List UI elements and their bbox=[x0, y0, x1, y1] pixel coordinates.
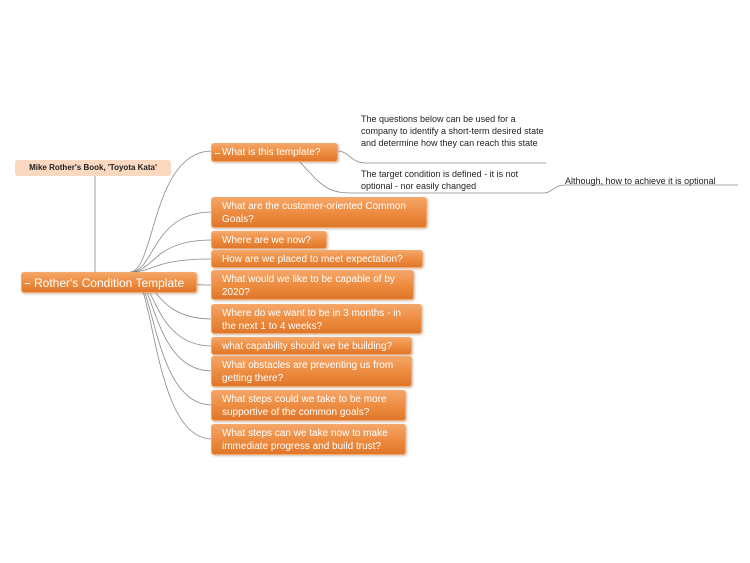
branch-label: What obstacles are preventing us from ge… bbox=[222, 360, 394, 384]
source-note: Mike Rother's Book, 'Toyota Kata' bbox=[15, 160, 171, 176]
note-how-optional: Although, how to achieve it is optional bbox=[565, 176, 716, 186]
root-node-label: Rother's Condition Template bbox=[34, 276, 185, 290]
branch-label: What would we like to be capable of by 2… bbox=[222, 274, 395, 298]
branch-connector bbox=[129, 258, 213, 273]
branch-capability-building[interactable]: what capability should we be building? bbox=[211, 337, 412, 355]
branch-connector bbox=[129, 150, 213, 273]
branch-meet-expectation[interactable]: How are we placed to meet expectation? bbox=[211, 250, 423, 268]
note-connector bbox=[299, 161, 543, 194]
branch-label: What is this template? bbox=[222, 147, 321, 158]
branch-label: What steps can we take now to make immed… bbox=[222, 428, 388, 452]
branch-connector bbox=[129, 239, 213, 273]
branch-connector bbox=[129, 271, 213, 440]
note-target-condition: The target condition is defined - it is … bbox=[361, 169, 519, 191]
note-connector bbox=[337, 150, 546, 164]
branch-obstacles[interactable]: What obstacles are preventing us from ge… bbox=[211, 356, 412, 387]
branch-label: what capability should we be building? bbox=[222, 341, 393, 352]
collapse-icon[interactable] bbox=[215, 152, 220, 154]
branch-where-now[interactable]: Where are we now? bbox=[211, 231, 327, 249]
branch-label: Where do we want to be in 3 months - in … bbox=[222, 308, 401, 332]
branch-capable-2020[interactable]: What would we like to be capable of by 2… bbox=[211, 270, 414, 300]
root-node[interactable]: Rother's Condition Template bbox=[21, 272, 197, 293]
note-template-purpose: The questions below can be used for a co… bbox=[361, 114, 544, 148]
sub-note-connector bbox=[542, 184, 738, 194]
branch-three-months[interactable]: Where do we want to be in 3 months - in … bbox=[211, 304, 422, 334]
branch-immediate-steps[interactable]: What steps can we take now to make immed… bbox=[211, 424, 406, 455]
branch-common-goals[interactable]: What are the customer-oriented Common Go… bbox=[211, 197, 427, 228]
branch-label: What steps could we take to be more supp… bbox=[222, 394, 387, 418]
branch-label: What are the customer-oriented Common Go… bbox=[222, 201, 406, 225]
branch-label: Where are we now? bbox=[222, 235, 311, 246]
collapse-icon[interactable] bbox=[25, 282, 30, 284]
branch-label: How are we placed to meet expectation? bbox=[222, 254, 403, 265]
branch-what-is-template[interactable]: What is this template? bbox=[211, 143, 338, 162]
branch-supportive-steps[interactable]: What steps could we take to be more supp… bbox=[211, 390, 406, 421]
branch-connector bbox=[129, 211, 213, 273]
